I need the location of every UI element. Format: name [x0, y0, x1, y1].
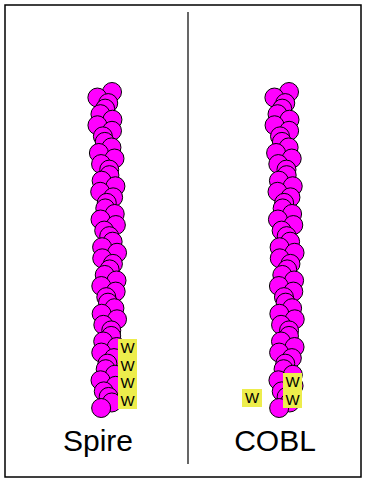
wh2-domain-box: W	[283, 373, 302, 391]
domain-letter: W	[245, 390, 259, 405]
domain-letter: W	[120, 393, 134, 408]
wh2-domain-box: W	[118, 339, 137, 357]
wh2-domain-box: W	[118, 392, 137, 410]
wh2-domain-box: W	[242, 389, 262, 407]
protein-name: Spire	[63, 424, 133, 457]
protein-name: COBL	[234, 424, 316, 457]
wh2-domain-box: W	[283, 391, 302, 409]
domain-letter: W	[285, 374, 299, 389]
domain-letter: W	[120, 358, 134, 373]
wh2-domain-box: W	[118, 374, 137, 392]
actin-filaments	[88, 83, 304, 418]
divider-line	[187, 12, 188, 464]
domain-letter: W	[120, 340, 134, 355]
actin-subunit	[92, 399, 111, 418]
domain-letter: W	[285, 392, 299, 407]
domain-letter: W	[120, 375, 134, 390]
frame-border	[5, 5, 361, 477]
wh2-domain-box: W	[118, 357, 137, 375]
